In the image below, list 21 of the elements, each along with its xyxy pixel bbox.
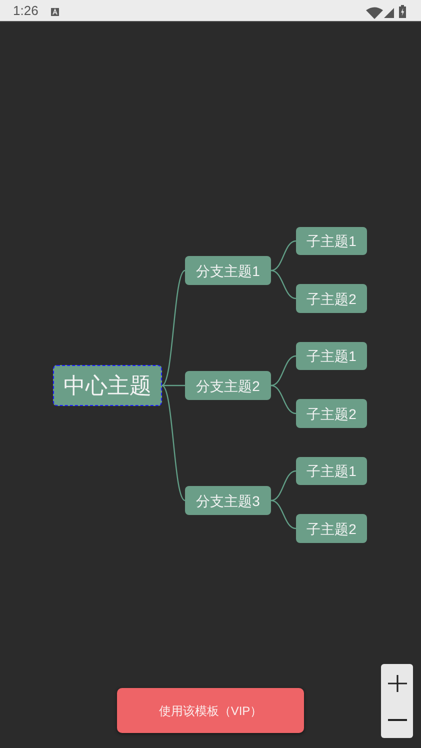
connector-line [162, 270, 186, 386]
subtopic-box: 子主题2 [296, 284, 367, 313]
connector-line [270, 270, 296, 300]
connector-line [270, 470, 296, 502]
branch-topic-box: 分支主题3 [185, 486, 271, 515]
status-time: 1:26 [13, 4, 38, 17]
subtopic-box: 子主题1 [296, 457, 367, 485]
connector-line [162, 384, 185, 386]
template-button: 使用该模板（VIP） [117, 688, 304, 733]
subtopic-box: 子主题2 [296, 514, 367, 543]
connector-line [270, 355, 296, 386]
subtopic-box: 子主题2 [296, 399, 367, 428]
branch-topic-box: 分支主题1 [185, 256, 271, 285]
branch-topic-box: 分支主题2 [185, 371, 271, 400]
connector-line [162, 385, 186, 501]
connector-line [270, 500, 296, 530]
connector-line [270, 240, 296, 272]
subtopic-box: 子主题1 [296, 227, 367, 255]
connector-line [270, 384, 296, 414]
subtopic-box: 子主题1 [296, 342, 367, 370]
central-topic-box: 中心主题 [53, 365, 162, 406]
